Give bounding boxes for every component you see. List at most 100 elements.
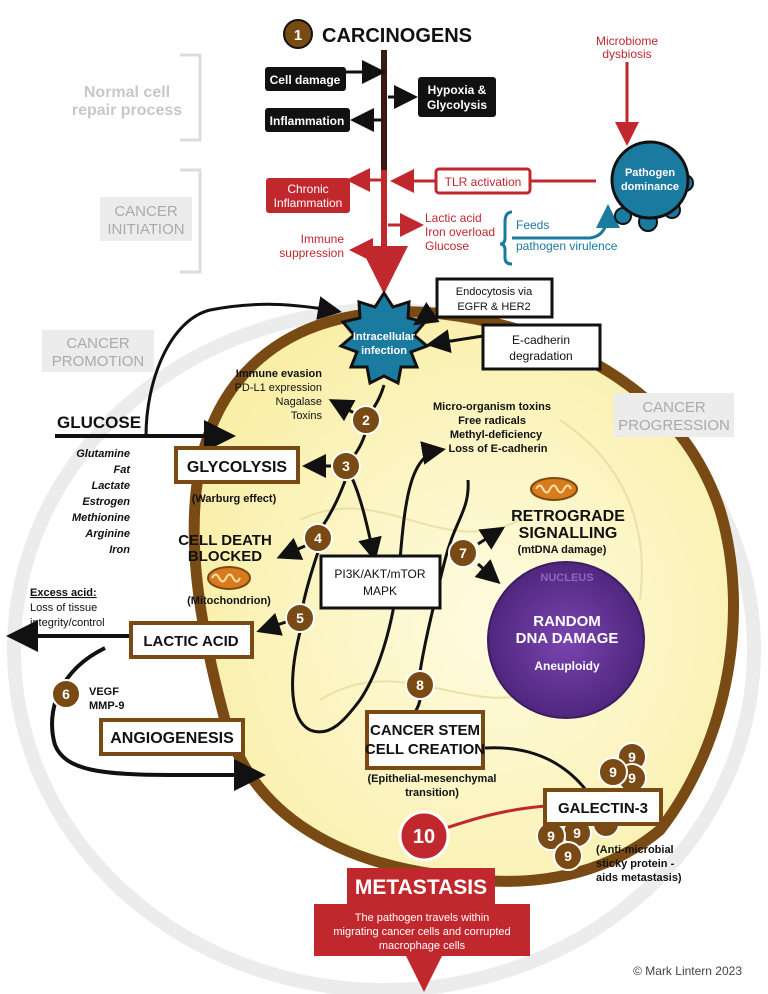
arrow-feeds [512,204,620,240]
nutrient-6: Iron [109,544,130,556]
arrow-lactic [256,612,287,636]
box-angiogenesis [99,718,245,756]
label-endocytosis-2: EGFR & HER2 [457,301,530,313]
label-lactic: LACTIC ACID [143,633,238,650]
step-3-badge [331,451,361,481]
label-inflammation: Inflammation [270,114,345,128]
label-lactic-list-3: Glucose [425,239,469,253]
label-tlr: TLR activation [445,175,522,189]
step-10-badge [398,810,450,862]
label-glucose: GLUCOSE [57,413,141,432]
label-evasion-4: Toxins [291,410,323,422]
label-vegf-1: VEGF [89,686,119,698]
copyright: © Mark Lintern 2023 [633,964,742,978]
label-virulence: pathogen virulence [516,239,618,253]
line-stem-galectin [484,746,588,791]
label-sticky-3: aids metastasis) [596,872,682,884]
label-emt-2: transition) [405,787,459,799]
box-inflammation [265,108,350,132]
step-4-num: 4 [314,530,322,546]
step-2-num: 2 [362,412,370,428]
arrow-endocytosis [413,302,440,326]
step-3-num: 3 [342,458,350,474]
box-chronic [266,178,350,213]
label-infection-1: Intracellular [353,331,416,343]
label-glycolysis: GLYCOLYSIS [187,459,288,476]
label-warburg: (Warburg effect) [192,493,277,505]
arrow-evasion [328,399,357,422]
step-4-badge [303,523,333,553]
label-excess: Excess acid: [30,587,97,599]
box-glycolysis [174,446,300,484]
nutrient-0: Glutamine [76,448,130,460]
step-9-num-d: 9 [573,825,581,841]
label-hypoxia-2: Glycolysis [427,98,487,112]
arrow-dna-damage [474,559,501,584]
box-hypoxia [418,77,496,117]
label-pi3k-2: MAPK [363,584,397,598]
step-7-badge [448,538,478,568]
label-micro-1: Micro-organism toxins [433,401,551,413]
nutrient-1: Fat [114,464,132,476]
step-5-badge [285,603,315,633]
label-metastasis-desc-1: The pathogen travels within [355,912,490,924]
label-metastasis-desc-2: migrating cancer cells and corrupted [333,926,510,938]
label-evasion-1: Immune evasion [236,368,322,380]
label-chronic-1: Chronic [287,182,328,196]
label-mitochondrion: (Mitochondrion) [187,595,271,607]
nutrient-3: Estrogen [82,496,130,508]
line-galectin-10 [439,804,546,832]
step-8-badge [405,670,435,700]
bracket-initiation [180,168,202,274]
arrow-pi3k [350,477,382,562]
label-metastasis: METASTASIS [355,876,487,899]
arrow-cell-death [276,537,306,560]
label-retrograde-1: RETROGRADE [511,508,625,525]
stage-promotion-1: CANCER [66,335,130,352]
label-hypoxia-1: Hypoxia & [428,83,487,97]
step-6-badge [51,679,81,709]
label-evasion-3: Nagalase [276,396,322,408]
label-mtdna: (mtDNA damage) [518,544,607,556]
label-ecadherin-1: E-cadherin [512,333,570,347]
stage-normal-1: Normal cell [84,84,170,101]
stage-bg-initiation [100,197,192,241]
stage-progression-2: PROGRESSION [618,417,730,434]
step-1-badge [283,19,313,49]
chain-4-5 [301,551,320,606]
label-angiogenesis: ANGIOGENESIS [110,730,234,747]
stage-initiation-1: CANCER [114,203,178,220]
bracket-normal [180,53,202,142]
step-8-num: 8 [416,677,424,693]
label-pi3k-1: PI3K/AKT/mTOR [334,567,425,581]
step-9-num-c: 9 [628,770,636,786]
step-9-num-e: 9 [547,828,555,844]
arrow-ecadherin [426,329,484,354]
box-cell-damage [265,67,346,91]
label-dna-1: RANDOM [533,613,601,630]
step-9-num-a: 9 [628,749,636,765]
mitochondrion-icon-retrograde [530,477,578,501]
label-dna-2: DNA DAMAGE [516,630,619,647]
label-micro-3: Methyl-deficiency [450,429,543,441]
stage-initiation-2: INITIATION [107,221,184,238]
stage-progression-1: CANCER [642,399,706,416]
label-metastasis-desc-3: macrophage cells [379,940,466,952]
label-evasion-2: PD-L1 expression [235,382,322,394]
step-10-num: 10 [413,826,435,848]
box-endocytosis [435,277,554,319]
label-micro-2: Free radicals [458,415,526,427]
label-immune-supp-1: Immune [301,232,345,246]
stage-bg-progression [614,393,734,437]
label-sticky-1: (Anti-microbial [596,844,674,856]
label-feeds: Feeds [516,218,549,232]
nutrient-5: Arginine [84,528,130,540]
label-sticky-2: sticky protein - [596,858,675,870]
chain-3-4 [320,480,347,528]
label-pathogen-1: Pathogen [625,167,675,179]
box-tlr [434,167,532,195]
feeds-bracket [499,210,513,266]
label-galectin: GALECTIN-3 [558,800,648,817]
step-1-label: 1 [294,27,302,44]
label-immune-supp-2: suppression [279,246,344,260]
